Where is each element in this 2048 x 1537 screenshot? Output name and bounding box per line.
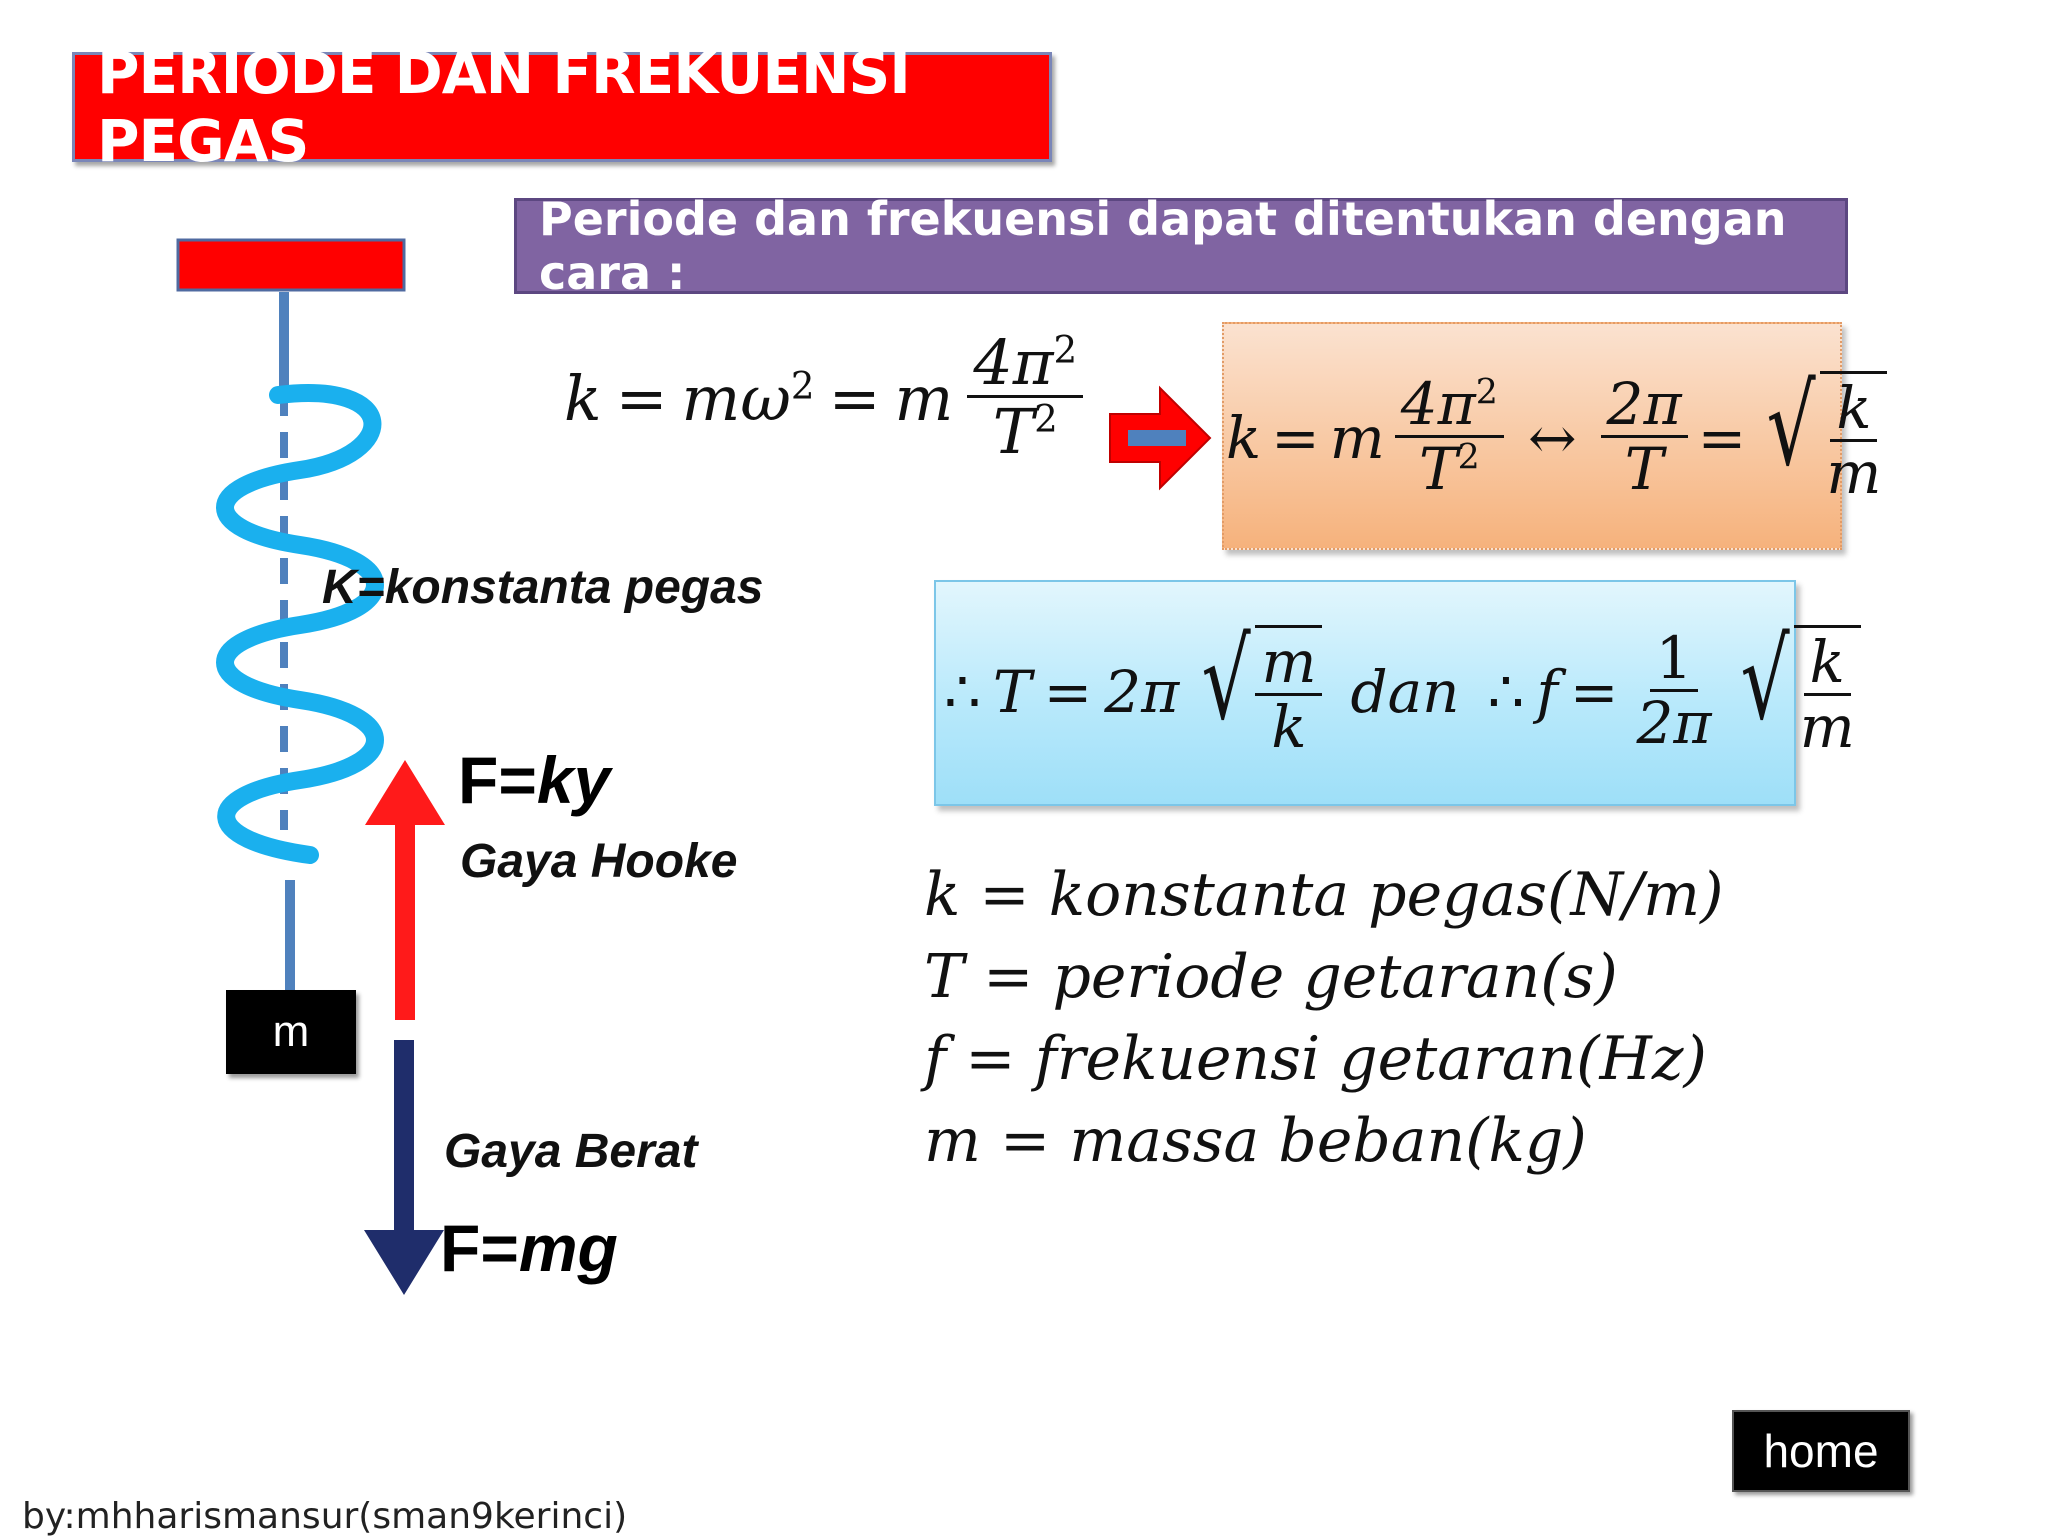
equation-angular-frequency: k = m 4π2 T2 ↔ 2π T = √ k m — [1226, 338, 1888, 538]
eq2-equals-2: = — [1697, 404, 1747, 472]
eq3-sq1-den: k — [1271, 692, 1307, 761]
eq1-mid: mω2 — [682, 362, 815, 435]
weight-formula: F=mg — [440, 1210, 618, 1286]
eq2-sq-den: m — [1826, 438, 1882, 507]
eq3-therefore-2: ∴ — [1487, 658, 1525, 726]
eq3-sqrt-2: √ k m — [1730, 624, 1861, 761]
eq2-den1: T — [1418, 435, 1458, 504]
weight-force-label: Gaya Berat — [444, 1125, 698, 1178]
blue-equation-box — [934, 580, 1796, 806]
eq1-den-exp: 2 — [1034, 396, 1058, 441]
eq1-m: m — [894, 361, 954, 435]
eq1-num: 4π — [973, 326, 1054, 399]
eq1-lhs: k — [564, 361, 602, 435]
eq3-frac-num: 1 — [1649, 628, 1699, 693]
hooke-force-arrow — [365, 760, 445, 1020]
eq3-therefore-1: ∴ — [944, 658, 981, 726]
variable-definitions: k = konstanta pegas(N/m) T = periode get… — [924, 860, 1723, 1188]
orange-equation-box — [1222, 322, 1842, 550]
eq2-iff: ↔ — [1527, 404, 1577, 472]
spring-diagram — [176, 238, 406, 990]
eq1-den: T — [992, 395, 1035, 469]
hooke-force-label: Gaya Hooke — [460, 835, 738, 888]
eq3-frac-den: 2π — [1636, 689, 1712, 758]
home-button[interactable]: home — [1732, 1410, 1910, 1492]
weight-formula-f: F= — [440, 1211, 519, 1285]
mass-block: m — [226, 990, 356, 1074]
eq3-equals: = — [1043, 658, 1093, 726]
eq2-lhs: k — [1226, 404, 1262, 472]
eq2-fraction-1: 4π2 T2 — [1394, 372, 1504, 504]
definition-T: T = periode getaran(s) — [924, 942, 1618, 1012]
eq2-num1: 4π — [1400, 370, 1476, 439]
force-arrows — [364, 760, 445, 1295]
author-credit: by:mhharismansur(sman9kerinci) — [22, 1496, 628, 1537]
eq1-mid-exp: 2 — [790, 362, 815, 407]
slide-title-box: PERIODE DAN FREKUENSI PEGAS — [72, 39, 1052, 175]
equation-period-frequency: ∴ T = 2π √ m k dan ∴ f = 1 2π √ k m — [944, 592, 1861, 792]
eq2-num2: 2π — [1600, 374, 1688, 439]
hooke-formula: F=ky — [458, 742, 610, 818]
spring-constant-label: K=konstanta pegas — [322, 561, 764, 614]
eq2-fraction-2: 2π T — [1600, 374, 1688, 504]
ceiling-support — [176, 238, 406, 292]
implies-arrow-icon — [1109, 385, 1212, 491]
slide-title: PERIODE DAN FREKUENSI PEGAS — [97, 39, 911, 175]
eq2-m: m — [1329, 404, 1385, 472]
definition-k: k = konstanta pegas(N/m) — [924, 860, 1724, 930]
eq3-f: f — [1536, 658, 1558, 726]
eq1-equals: = — [615, 361, 668, 435]
eq3-sq2-den: m — [1799, 692, 1855, 761]
weight-force-arrow — [364, 1040, 444, 1295]
eq2-equals: = — [1271, 404, 1320, 472]
eq3-fraction: 1 2π — [1631, 628, 1718, 756]
home-button-label: home — [1763, 1425, 1879, 1477]
eq1-num-exp: 2 — [1053, 327, 1078, 372]
definition-f: f = frekuensi getaran(Hz) — [924, 1024, 1707, 1094]
eq2-den2: T — [1624, 435, 1664, 504]
eq2-num1-exp: 2 — [1475, 372, 1498, 413]
eq3-dan: dan — [1350, 658, 1460, 726]
subtitle-text: Periode dan frekuensi dapat ditentukan d… — [539, 192, 1787, 300]
eq2-sqrt: √ k m — [1756, 370, 1888, 507]
eq2-sq-num: k — [1830, 377, 1878, 442]
eq1-equals-2: = — [828, 361, 881, 435]
equation-spring-constant: k = mω2 = m 4π2 T2 — [564, 327, 1084, 469]
subtitle-box: Periode dan frekuensi dapat ditentukan d… — [514, 192, 1848, 300]
hooke-formula-var: ky — [536, 743, 611, 817]
definition-m: m = massa beban(kg) — [924, 1106, 1587, 1176]
eq3-T: T — [992, 658, 1032, 726]
eq1-mid-base: mω — [681, 361, 791, 435]
eq3-sqrt-1: √ m k — [1191, 624, 1323, 761]
hooke-formula-f: F= — [458, 743, 537, 817]
eq3-twopi: 2π — [1104, 658, 1180, 726]
eq2-den1-exp: 2 — [1457, 437, 1480, 478]
mass-label: m — [272, 1007, 310, 1056]
spring-coil — [216, 384, 384, 864]
eq3-sq1-num: m — [1255, 631, 1323, 696]
eq1-fraction: 4π2 T2 — [967, 327, 1084, 469]
eq3-equals-2: = — [1569, 658, 1619, 726]
eq3-sq2-num: k — [1803, 631, 1851, 696]
weight-formula-var: mg — [518, 1211, 618, 1285]
